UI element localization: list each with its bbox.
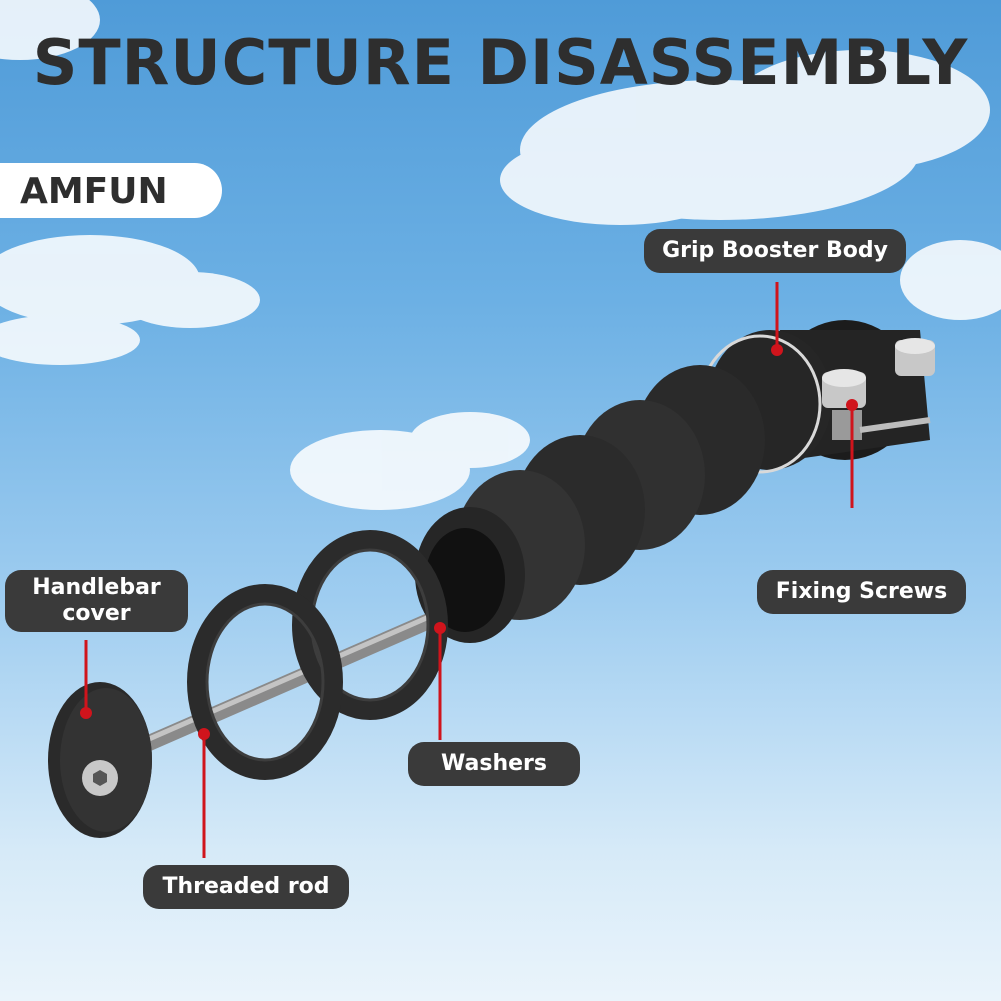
washers xyxy=(187,530,448,780)
label-handlebar-cover: Handlebar cover xyxy=(5,570,188,632)
label-threaded-rod: Threaded rod xyxy=(143,865,349,909)
label-handlebar-cover-line1: Handlebar xyxy=(32,575,161,600)
label-washers: Washers xyxy=(408,742,580,786)
label-fixing-screws-text: Fixing Screws xyxy=(775,579,948,604)
label-washers-text: Washers xyxy=(441,751,547,776)
label-threaded-rod-text: Threaded rod xyxy=(162,874,330,899)
label-grip-booster-body: Grip Booster Body xyxy=(644,229,906,273)
callouts xyxy=(80,282,858,858)
page-title: STRUCTURE DISASSEMBLY xyxy=(32,26,969,99)
handlebar-cover xyxy=(48,682,152,838)
label-grip-booster-body-text: Grip Booster Body xyxy=(662,238,888,263)
label-handlebar-cover-line2: cover xyxy=(62,601,131,626)
brand-badge: AMFUN xyxy=(0,163,222,218)
fixing-screws xyxy=(822,338,935,440)
clouds xyxy=(0,0,1001,510)
brand-name: AMFUN xyxy=(20,171,168,212)
label-fixing-screws: Fixing Screws xyxy=(757,570,966,614)
